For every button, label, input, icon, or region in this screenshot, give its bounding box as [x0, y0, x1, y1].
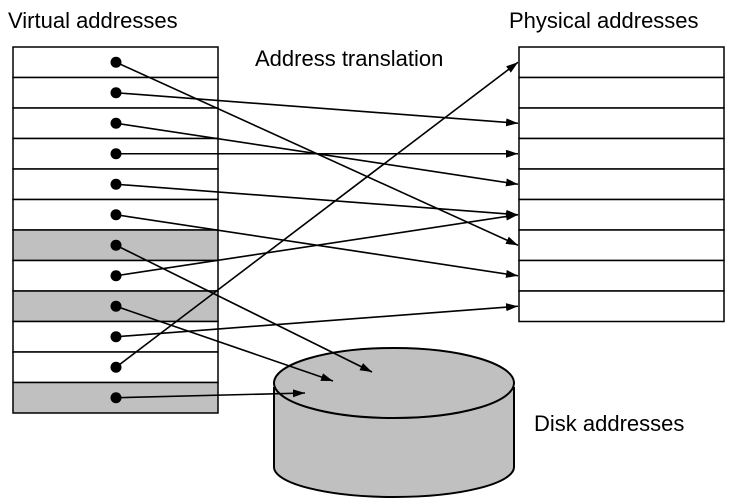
physical-frame	[518, 76, 725, 109]
page-dot	[110, 361, 122, 373]
page-dot	[110, 178, 122, 190]
mapping-arrows	[115, 61, 519, 399]
page-dot	[110, 56, 122, 68]
page-dot	[110, 331, 122, 343]
disk-addresses-label: Disk addresses	[534, 411, 685, 436]
physical-frame	[518, 137, 725, 170]
page-dot	[110, 392, 122, 404]
physical-frame	[518, 198, 725, 231]
page-dot	[110, 87, 122, 99]
physical-addresses-label: Physical addresses	[509, 8, 699, 33]
physical-frame	[518, 107, 725, 140]
address-translation-label: Address translation	[255, 46, 444, 71]
disk-body	[273, 387, 515, 498]
disk-cylinder	[273, 347, 515, 498]
mapping-arrow-to-disk	[115, 389, 306, 399]
physical-frame	[518, 46, 725, 79]
page-dot	[110, 300, 122, 312]
virtual-addresses-label: Virtual addresses	[8, 8, 178, 33]
page-dot	[110, 148, 122, 160]
physical-frame	[518, 290, 725, 323]
physical-frame	[518, 168, 725, 201]
page-dots	[110, 56, 122, 404]
mapping-arrow-to-disk	[115, 244, 373, 373]
virtual-address-table	[12, 46, 219, 414]
disk-top	[273, 347, 515, 419]
physical-address-table	[518, 46, 725, 323]
page-dot	[110, 270, 122, 282]
mapping-arrow-to-physical	[115, 91, 519, 127]
page-dot	[110, 117, 122, 129]
mapping-arrow-to-disk	[115, 305, 334, 382]
physical-frame	[518, 229, 725, 262]
mapping-arrow-to-physical	[115, 183, 519, 218]
page-dot	[110, 239, 122, 251]
mapping-arrow-to-physical	[115, 61, 519, 368]
page-dot	[110, 209, 122, 221]
mapping-arrow-to-physical	[115, 303, 519, 338]
mapping-arrow-to-physical	[115, 212, 519, 277]
physical-frame	[518, 259, 725, 292]
